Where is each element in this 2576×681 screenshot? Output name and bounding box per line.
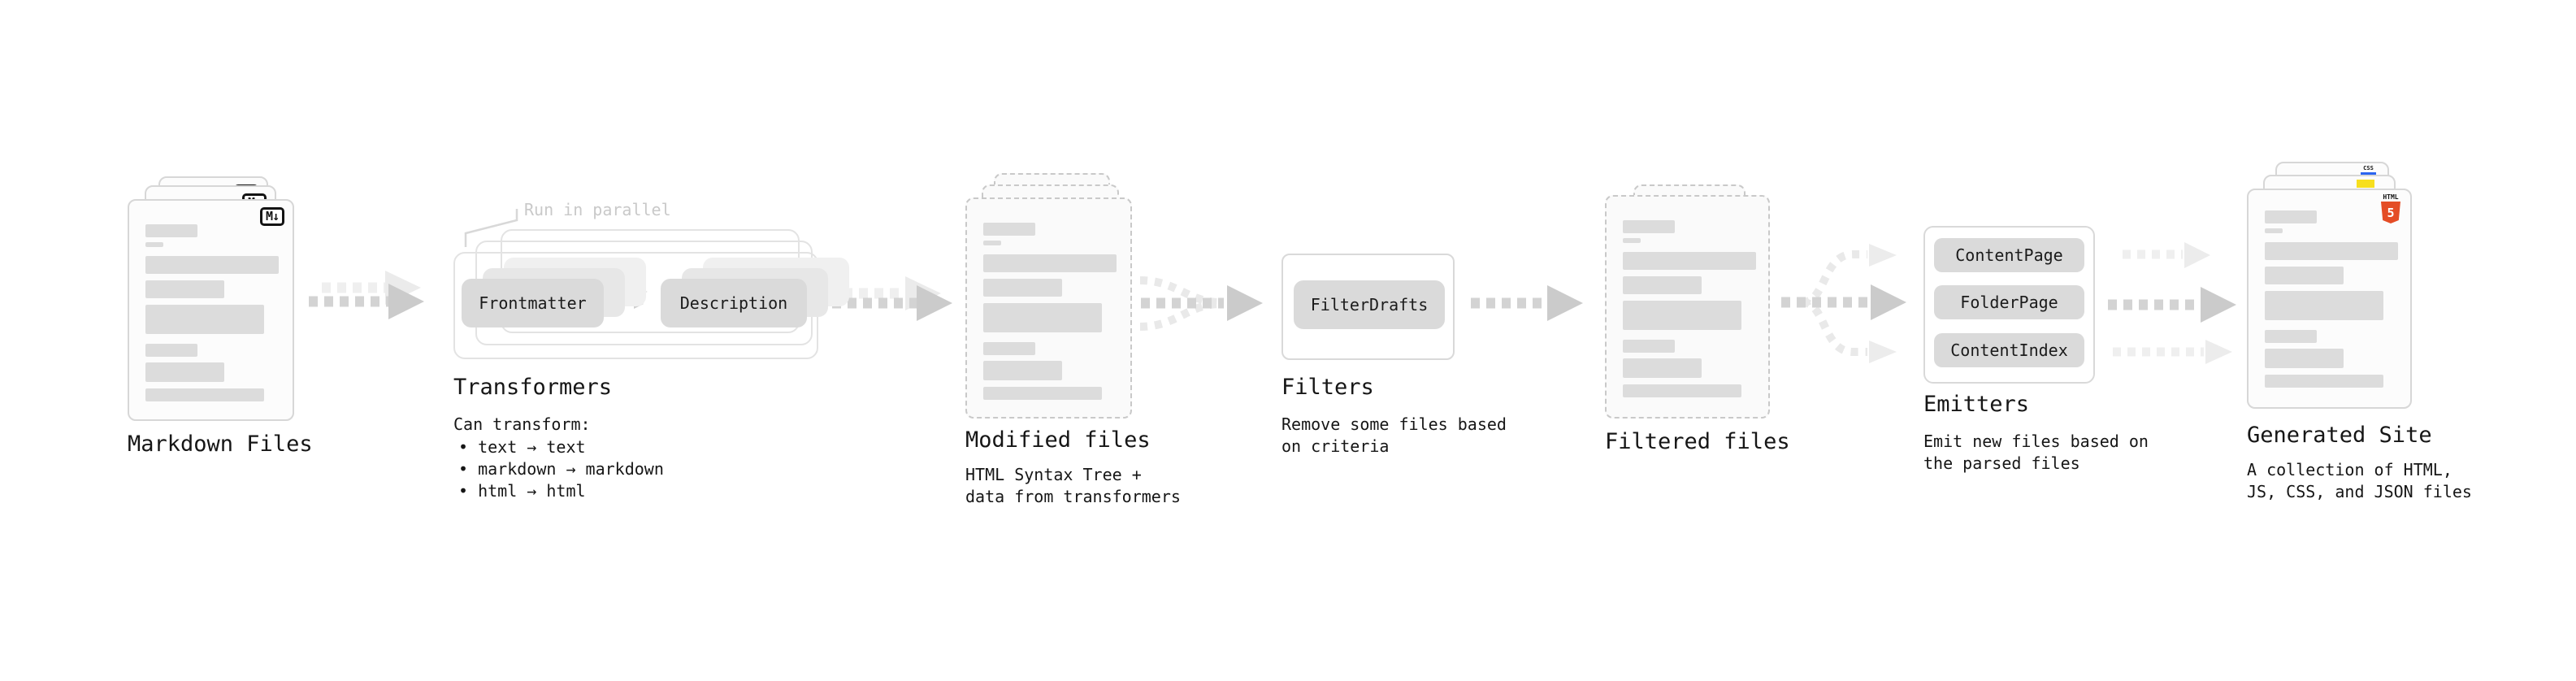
emitter-pill-contentindex: ContentIndex (1934, 333, 2084, 367)
text-placeholder-bars (2265, 210, 2398, 394)
transformers-bullet: • html → html (458, 481, 586, 501)
run-in-parallel-note: Run in parallel (524, 200, 671, 219)
emitter-pill-contentpage: ContentPage (1934, 238, 2084, 272)
emitters-caption: Emit new files based on (1923, 432, 2149, 451)
filtered-file-card-front (1605, 195, 1770, 419)
filtered-files-label: Filtered files (1605, 429, 1790, 454)
filtered-files-stack (1605, 184, 1770, 420)
emitter-pill-folderpage: FolderPage (1934, 285, 2084, 319)
modified-files-caption: data from transformers (965, 487, 1181, 506)
emitters-title: Emitters (1923, 392, 2030, 417)
html5-icon: HTML 5 (2381, 194, 2400, 223)
markdown-file-card-front: M↓ (128, 199, 294, 421)
transformer-pill-frontmatter: Frontmatter (462, 279, 604, 327)
markdown-files-label: Markdown Files (128, 432, 313, 457)
emitters-caption: the parsed files (1923, 453, 2080, 473)
arrow-filters-to-filtered (1471, 285, 1583, 321)
arrow-filtered-to-emitters (1781, 244, 1906, 363)
transformers-bullet: • text → text (458, 437, 586, 457)
generated-site-label: Generated Site (2247, 423, 2432, 448)
text-placeholder-bars (983, 223, 1117, 406)
modified-files-stack (965, 173, 1132, 419)
text-placeholder-bars (145, 224, 279, 408)
arrow-markdown-to-transformers (309, 271, 424, 319)
arrow-transformers-to-modified (832, 276, 952, 321)
transformers-bullet: • markdown → markdown (458, 459, 664, 479)
arrow-modified-to-filters (1139, 276, 1263, 331)
modified-files-label: Modified files (965, 427, 1151, 453)
css-icon: CSS (2361, 166, 2376, 175)
filters-caption: Remove some files based (1281, 414, 1507, 434)
js-icon (2357, 180, 2374, 188)
markdown-icon: M↓ (259, 207, 284, 226)
generated-site-caption: JS, CSS, and JSON files (2247, 482, 2472, 501)
generated-site-stack: CSS HTML 5 (2247, 162, 2412, 410)
note-leader-line (464, 209, 518, 247)
transformer-pill-description: Description (661, 279, 807, 327)
transformers-caption: Can transform: (453, 414, 591, 434)
filter-pill-filterdrafts: FilterDrafts (1294, 280, 1445, 329)
filters-caption: on criteria (1281, 436, 1390, 456)
generated-file-card-front: HTML 5 (2247, 189, 2412, 409)
modified-files-caption: HTML Syntax Tree + (965, 465, 1142, 484)
arrow-emitters-to-generated (2108, 242, 2236, 364)
generated-site-caption: A collection of HTML, (2247, 460, 2452, 479)
filters-title: Filters (1281, 375, 1374, 400)
markdown-files-stack: M↓ M↓ M↓ (128, 176, 294, 422)
modified-file-card-front (965, 197, 1132, 419)
transformers-title: Transformers (453, 375, 613, 400)
text-placeholder-bars (1623, 220, 1756, 404)
